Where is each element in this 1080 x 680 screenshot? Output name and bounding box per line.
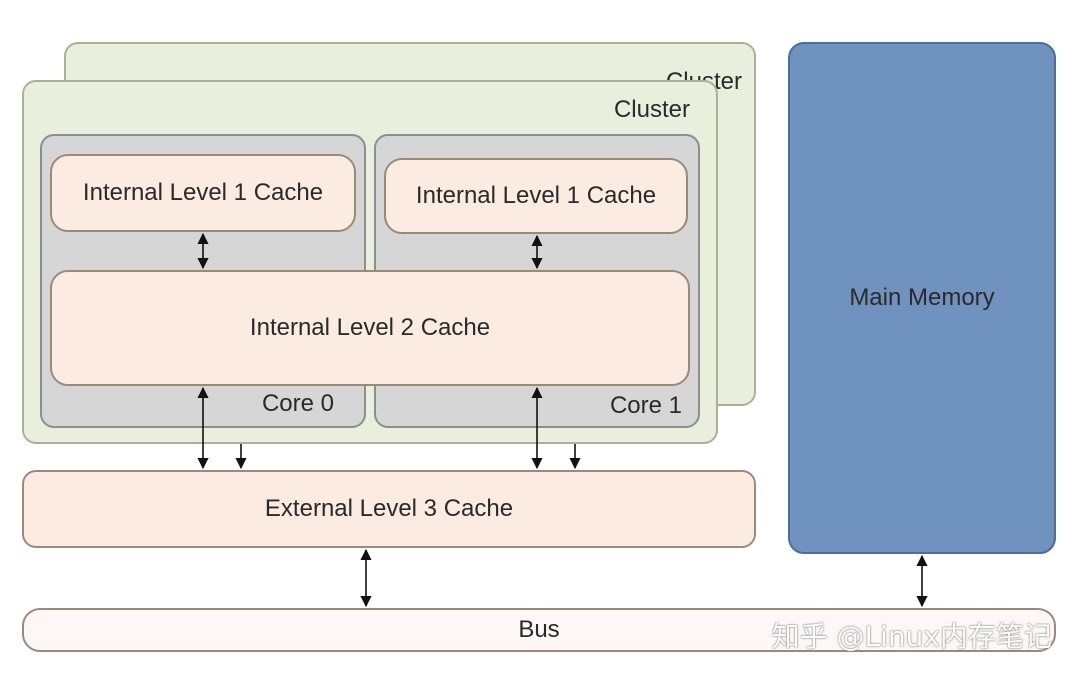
core-0-label: Core 0: [261, 390, 334, 417]
core-1-label: Core 1: [609, 392, 682, 419]
cluster-front-label: Cluster: [613, 96, 690, 123]
core-0-l1-cache-label: Internal Level 1 Cache: [82, 179, 324, 206]
l3-cache-label: External Level 3 Cache: [264, 495, 514, 522]
core-1-l1-cache-label: Internal Level 1 Cache: [415, 182, 657, 209]
l2-cache-label: Internal Level 2 Cache: [249, 314, 491, 341]
l3-cache: External Level 3 Cache: [22, 470, 756, 548]
main-memory-label: Main Memory: [849, 284, 995, 311]
core-0-l1-cache: Internal Level 1 Cache: [50, 154, 356, 232]
bus: Bus: [22, 608, 1056, 652]
bus-label: Bus: [518, 616, 560, 643]
core-1-l1-cache: Internal Level 1 Cache: [384, 158, 688, 234]
main-memory: Main Memory: [788, 42, 1056, 554]
watermark: 知乎 @Linux内存笔记: [771, 620, 1052, 653]
l2-cache: Internal Level 2 Cache: [50, 270, 690, 386]
